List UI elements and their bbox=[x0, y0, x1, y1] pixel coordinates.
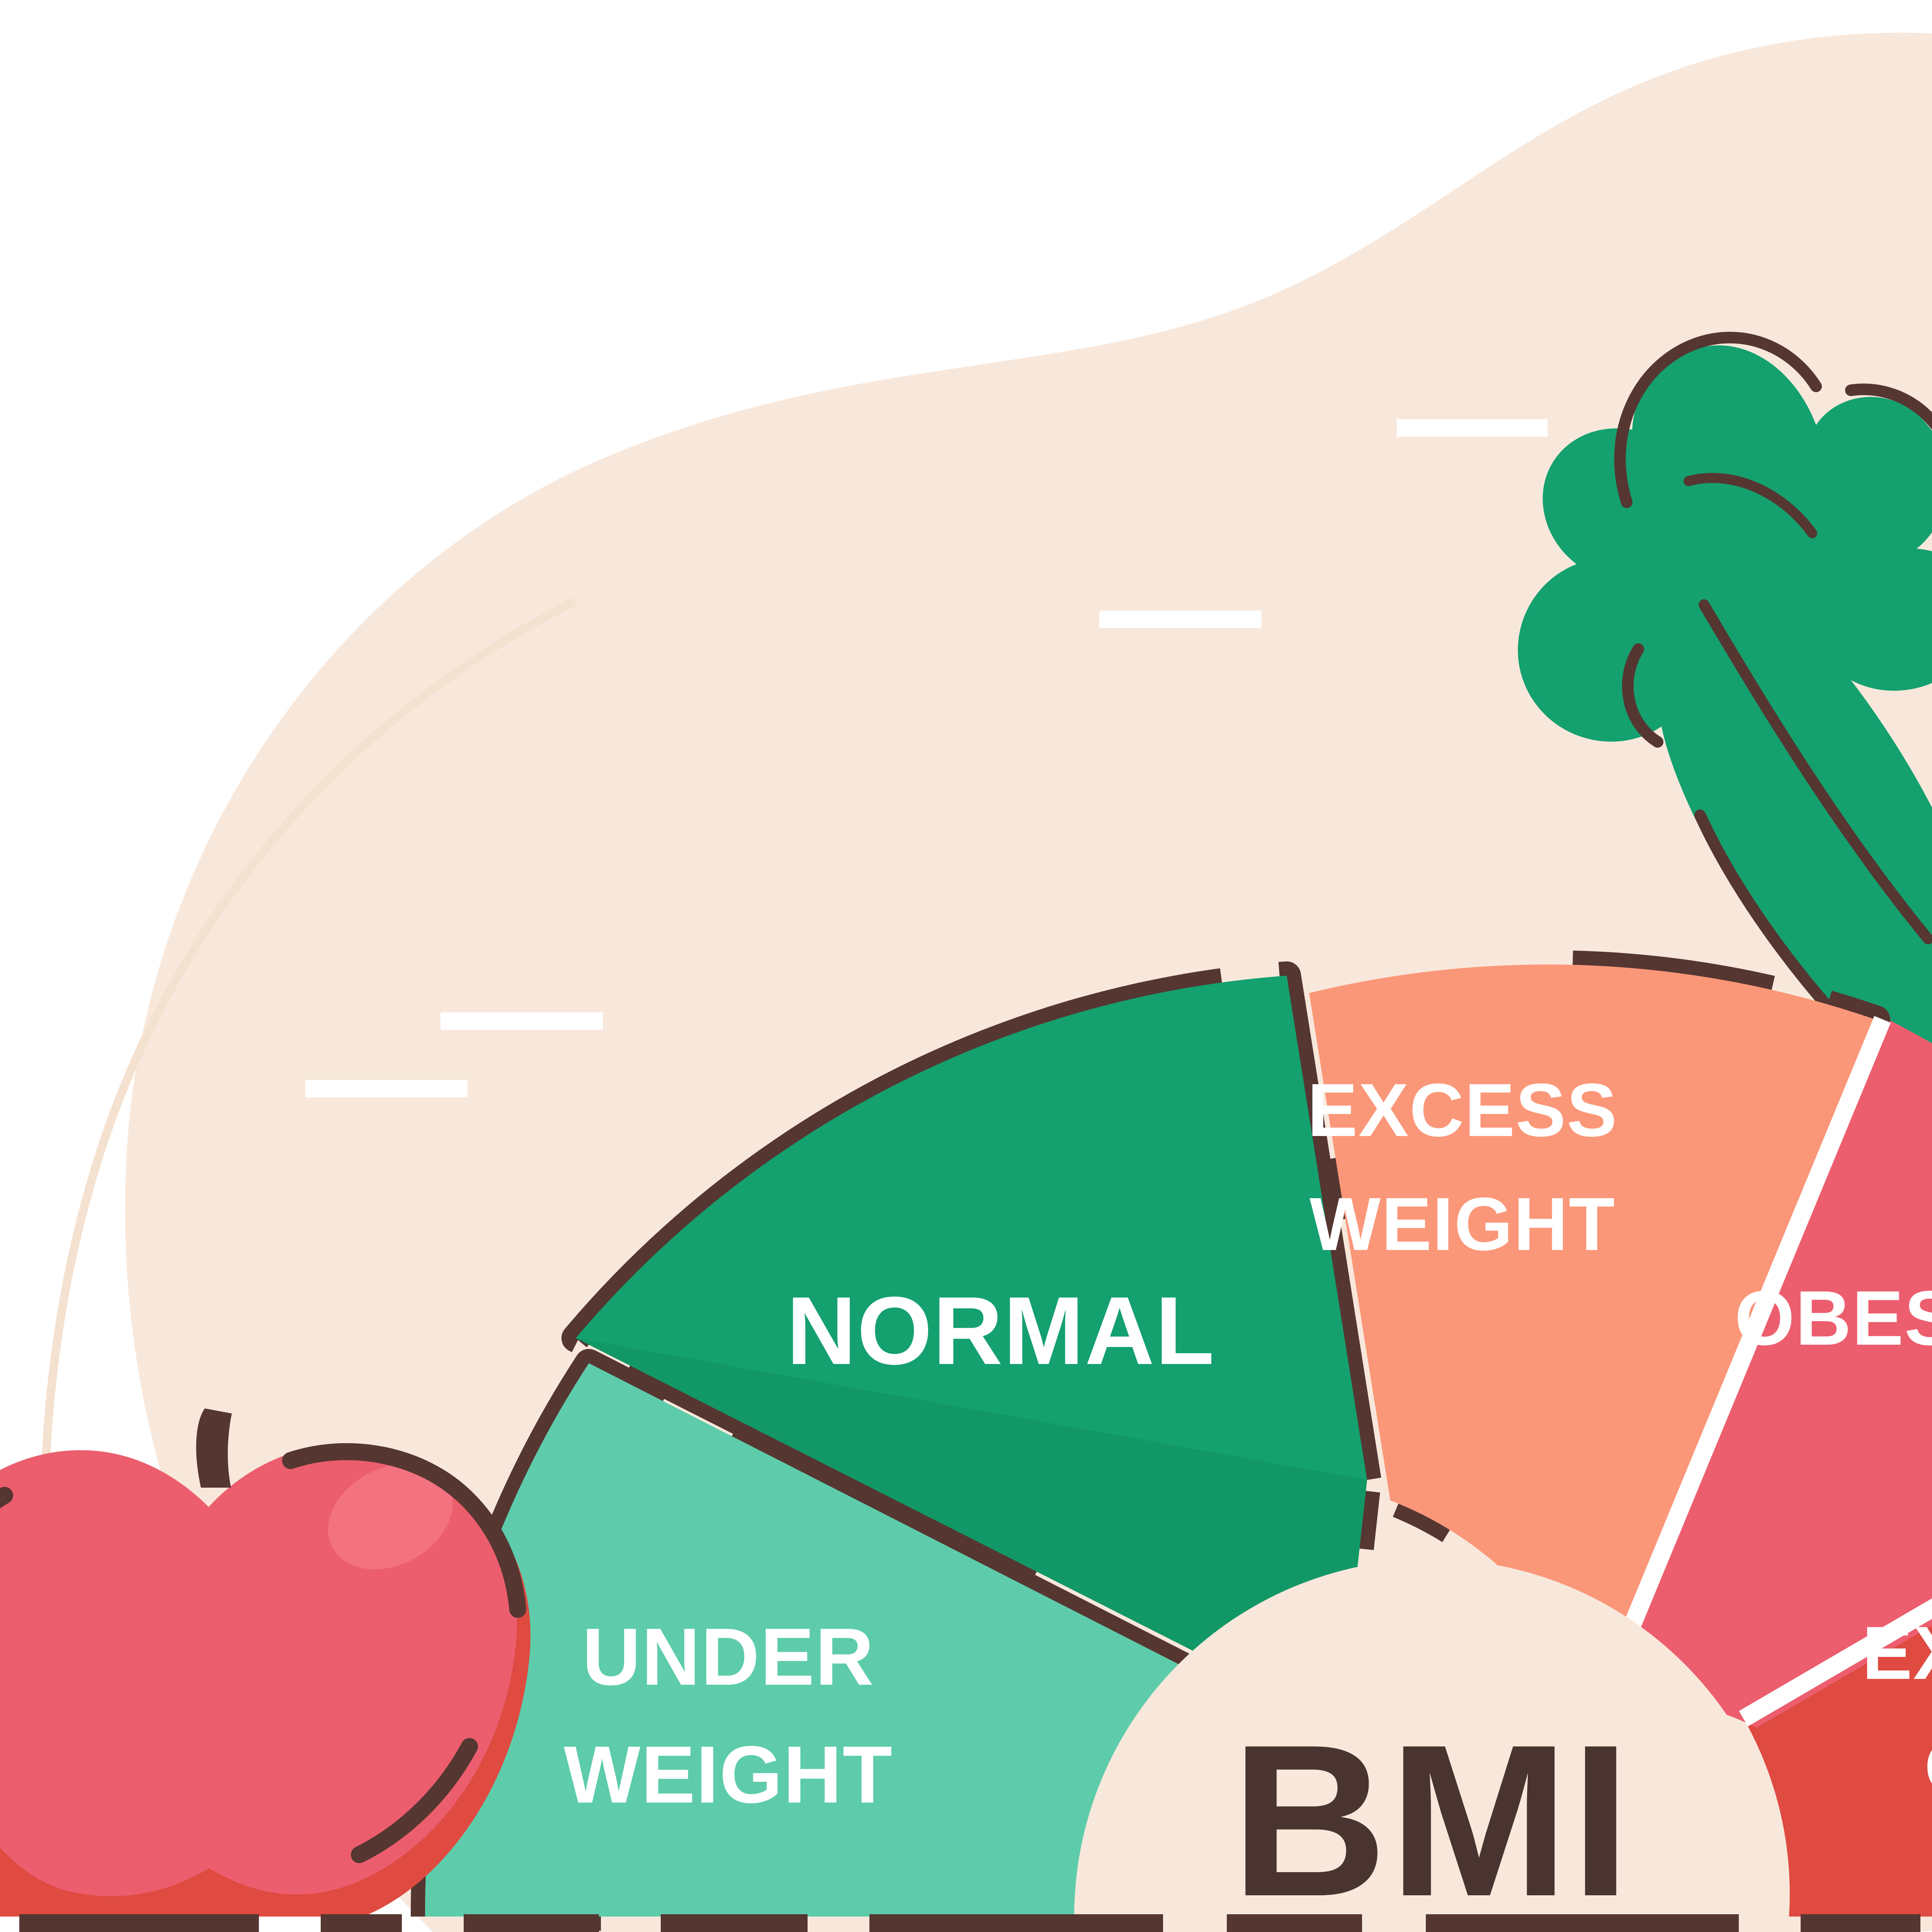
segment-label-underweight-line2: WEIGHT bbox=[564, 1729, 893, 1820]
leaf-dark-outline-right bbox=[1845, 383, 1932, 430]
leaf-dark-outline-top bbox=[1614, 332, 1822, 508]
segment-label-excess-line1: EXCESS bbox=[1307, 1068, 1617, 1152]
segment-obesity[interactable] bbox=[1611, 1020, 1932, 1728]
dash-mark bbox=[303, 412, 446, 428]
segment-underweight-wedge[interactable] bbox=[425, 1363, 1316, 1917]
apple-outline-bottom-right bbox=[351, 1738, 478, 1863]
segment-label-obesity: OBESITY bbox=[1735, 1275, 1932, 1361]
segment-separators bbox=[1594, 1016, 1932, 1726]
apple-outline-top-right bbox=[282, 1443, 526, 1618]
gauge-hub: BMI bbox=[1074, 1559, 1789, 1932]
dash-mark bbox=[305, 1080, 468, 1097]
apple-stem bbox=[196, 1408, 232, 1488]
bmi-gauge: BMI UNDER WEIGHT NORMAL EXCESS WEIGHT OB… bbox=[410, 950, 1932, 1932]
segment-normal[interactable] bbox=[561, 961, 1381, 1740]
segment-label-underweight-line1: UNDER bbox=[582, 1611, 875, 1702]
dash-mark bbox=[1397, 419, 1548, 437]
apple-highlight bbox=[328, 1464, 453, 1570]
segment-obesity-wedge[interactable] bbox=[1611, 1020, 1932, 1728]
gauge-hub-dome bbox=[1074, 1559, 1789, 1917]
apple bbox=[0, 1408, 531, 1917]
segment-label-extremely-line1: EXTREMELY bbox=[1862, 1611, 1932, 1695]
dash-marks-group bbox=[303, 412, 1548, 1097]
segment-label-normal: NORMAL bbox=[786, 1277, 1215, 1384]
dash-mark bbox=[440, 1012, 603, 1030]
segment-label-excess-line2: WEIGHT bbox=[1310, 1182, 1616, 1266]
separator-extremely-obesity bbox=[1739, 1598, 1932, 1726]
segment-normal-shading bbox=[576, 1338, 1367, 1725]
dash-mark bbox=[1099, 611, 1262, 628]
segment-excess-weight[interactable] bbox=[1295, 950, 1890, 1716]
segment-label-extremely-line2: OBESITY bbox=[1924, 1725, 1932, 1809]
separator-obesity-excess bbox=[1594, 1016, 1891, 1700]
leaf-dark-accent-arc bbox=[1684, 473, 1817, 538]
leaf-dark-midrib bbox=[1699, 599, 1932, 944]
hub-label: BMI bbox=[1231, 1699, 1632, 1932]
leaf-dark-outline-left bbox=[1622, 643, 1663, 748]
segment-extremely-obesity[interactable] bbox=[1735, 1383, 1932, 1917]
segment-labels: UNDER WEIGHT NORMAL EXCESS WEIGHT OBESIT… bbox=[564, 1068, 1932, 1820]
segment-excess-weight-wedge[interactable] bbox=[1309, 964, 1876, 1701]
segment-extremely-obesity-wedge[interactable] bbox=[1735, 1383, 1932, 1917]
